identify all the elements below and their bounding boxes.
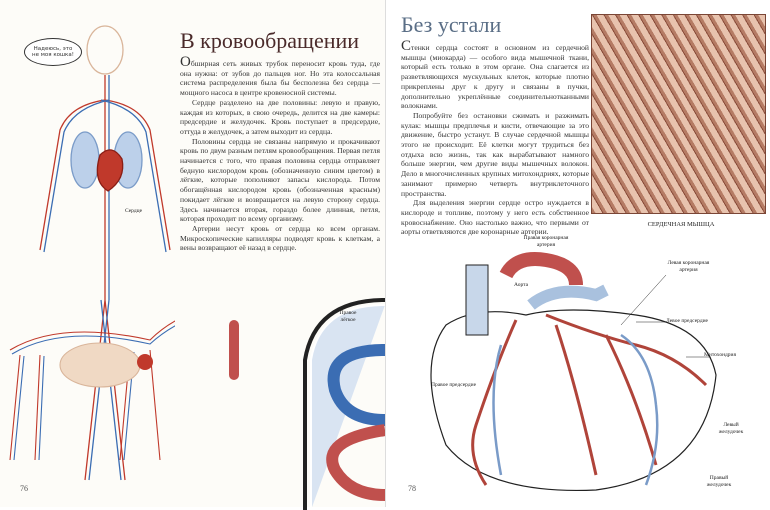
- label-heart: Сердце: [125, 208, 143, 214]
- page-number: 78: [408, 484, 416, 493]
- drop-cap: С: [401, 38, 412, 54]
- paragraph: Артерии несут кровь от сердца ко всем ор…: [180, 223, 380, 253]
- drop-cap: О: [180, 54, 191, 70]
- paragraph: Попробуйте без остановки сжимать и разжи…: [401, 110, 589, 198]
- label-aorta: Аорта: [514, 282, 529, 288]
- heart-diagram: [430, 252, 717, 492]
- page-title: Без устали: [401, 12, 502, 37]
- body-text: Обширная сеть живых трубок переносит кро…: [180, 55, 380, 253]
- label-right-lung: Правое лёгкое: [339, 310, 357, 323]
- label-left-ventricle: Левый желудочек: [718, 422, 744, 435]
- paragraph: Сердце разделено на две половины: левую …: [180, 97, 380, 136]
- label-left-coronary-artery: Левая коронарная артерия: [667, 260, 710, 273]
- label-left-atrium: Левое предсердие: [666, 318, 708, 324]
- human-circulation-illustration: [9, 25, 175, 481]
- paragraph: бширная сеть живых трубок переносит кров…: [180, 59, 380, 98]
- left-page: Надеюсь, это не моя кошка! Сердце В кров…: [0, 0, 385, 510]
- label-right-atrium: Правое предсердие: [431, 382, 477, 388]
- label-right-coronary-artery: Правая коронарная артерия: [523, 235, 569, 248]
- right-page: Без устали Стенки сердца состоят в основ…: [385, 0, 770, 507]
- page-title: В кровообращении: [180, 28, 360, 53]
- paragraph: Для выделения энергии сердце остро нужда…: [401, 198, 589, 237]
- speech-bubble-text: Надеюсь, это не моя кошка!: [32, 45, 74, 59]
- speech-bubble: Надеюсь, это не моя кошка!: [24, 38, 82, 66]
- cardiac-muscle-illustration: [591, 14, 766, 214]
- body-text: Стенки сердца состоят в основном из серд…: [401, 39, 589, 237]
- label-mitochondria: Митохондрия: [704, 352, 737, 358]
- paragraph: Половины сердца не связаны напрямую и пр…: [180, 136, 380, 224]
- label-right-ventricle: Правый желудочек: [706, 475, 732, 488]
- page-number: 76: [20, 484, 28, 493]
- lung-vessels-illustration: [229, 298, 385, 510]
- caption-cardiac-muscle: СЕРДЕЧНАЯ МЫШЦА: [647, 221, 715, 228]
- paragraph: тенки сердца состоят в основном из серде…: [401, 43, 589, 111]
